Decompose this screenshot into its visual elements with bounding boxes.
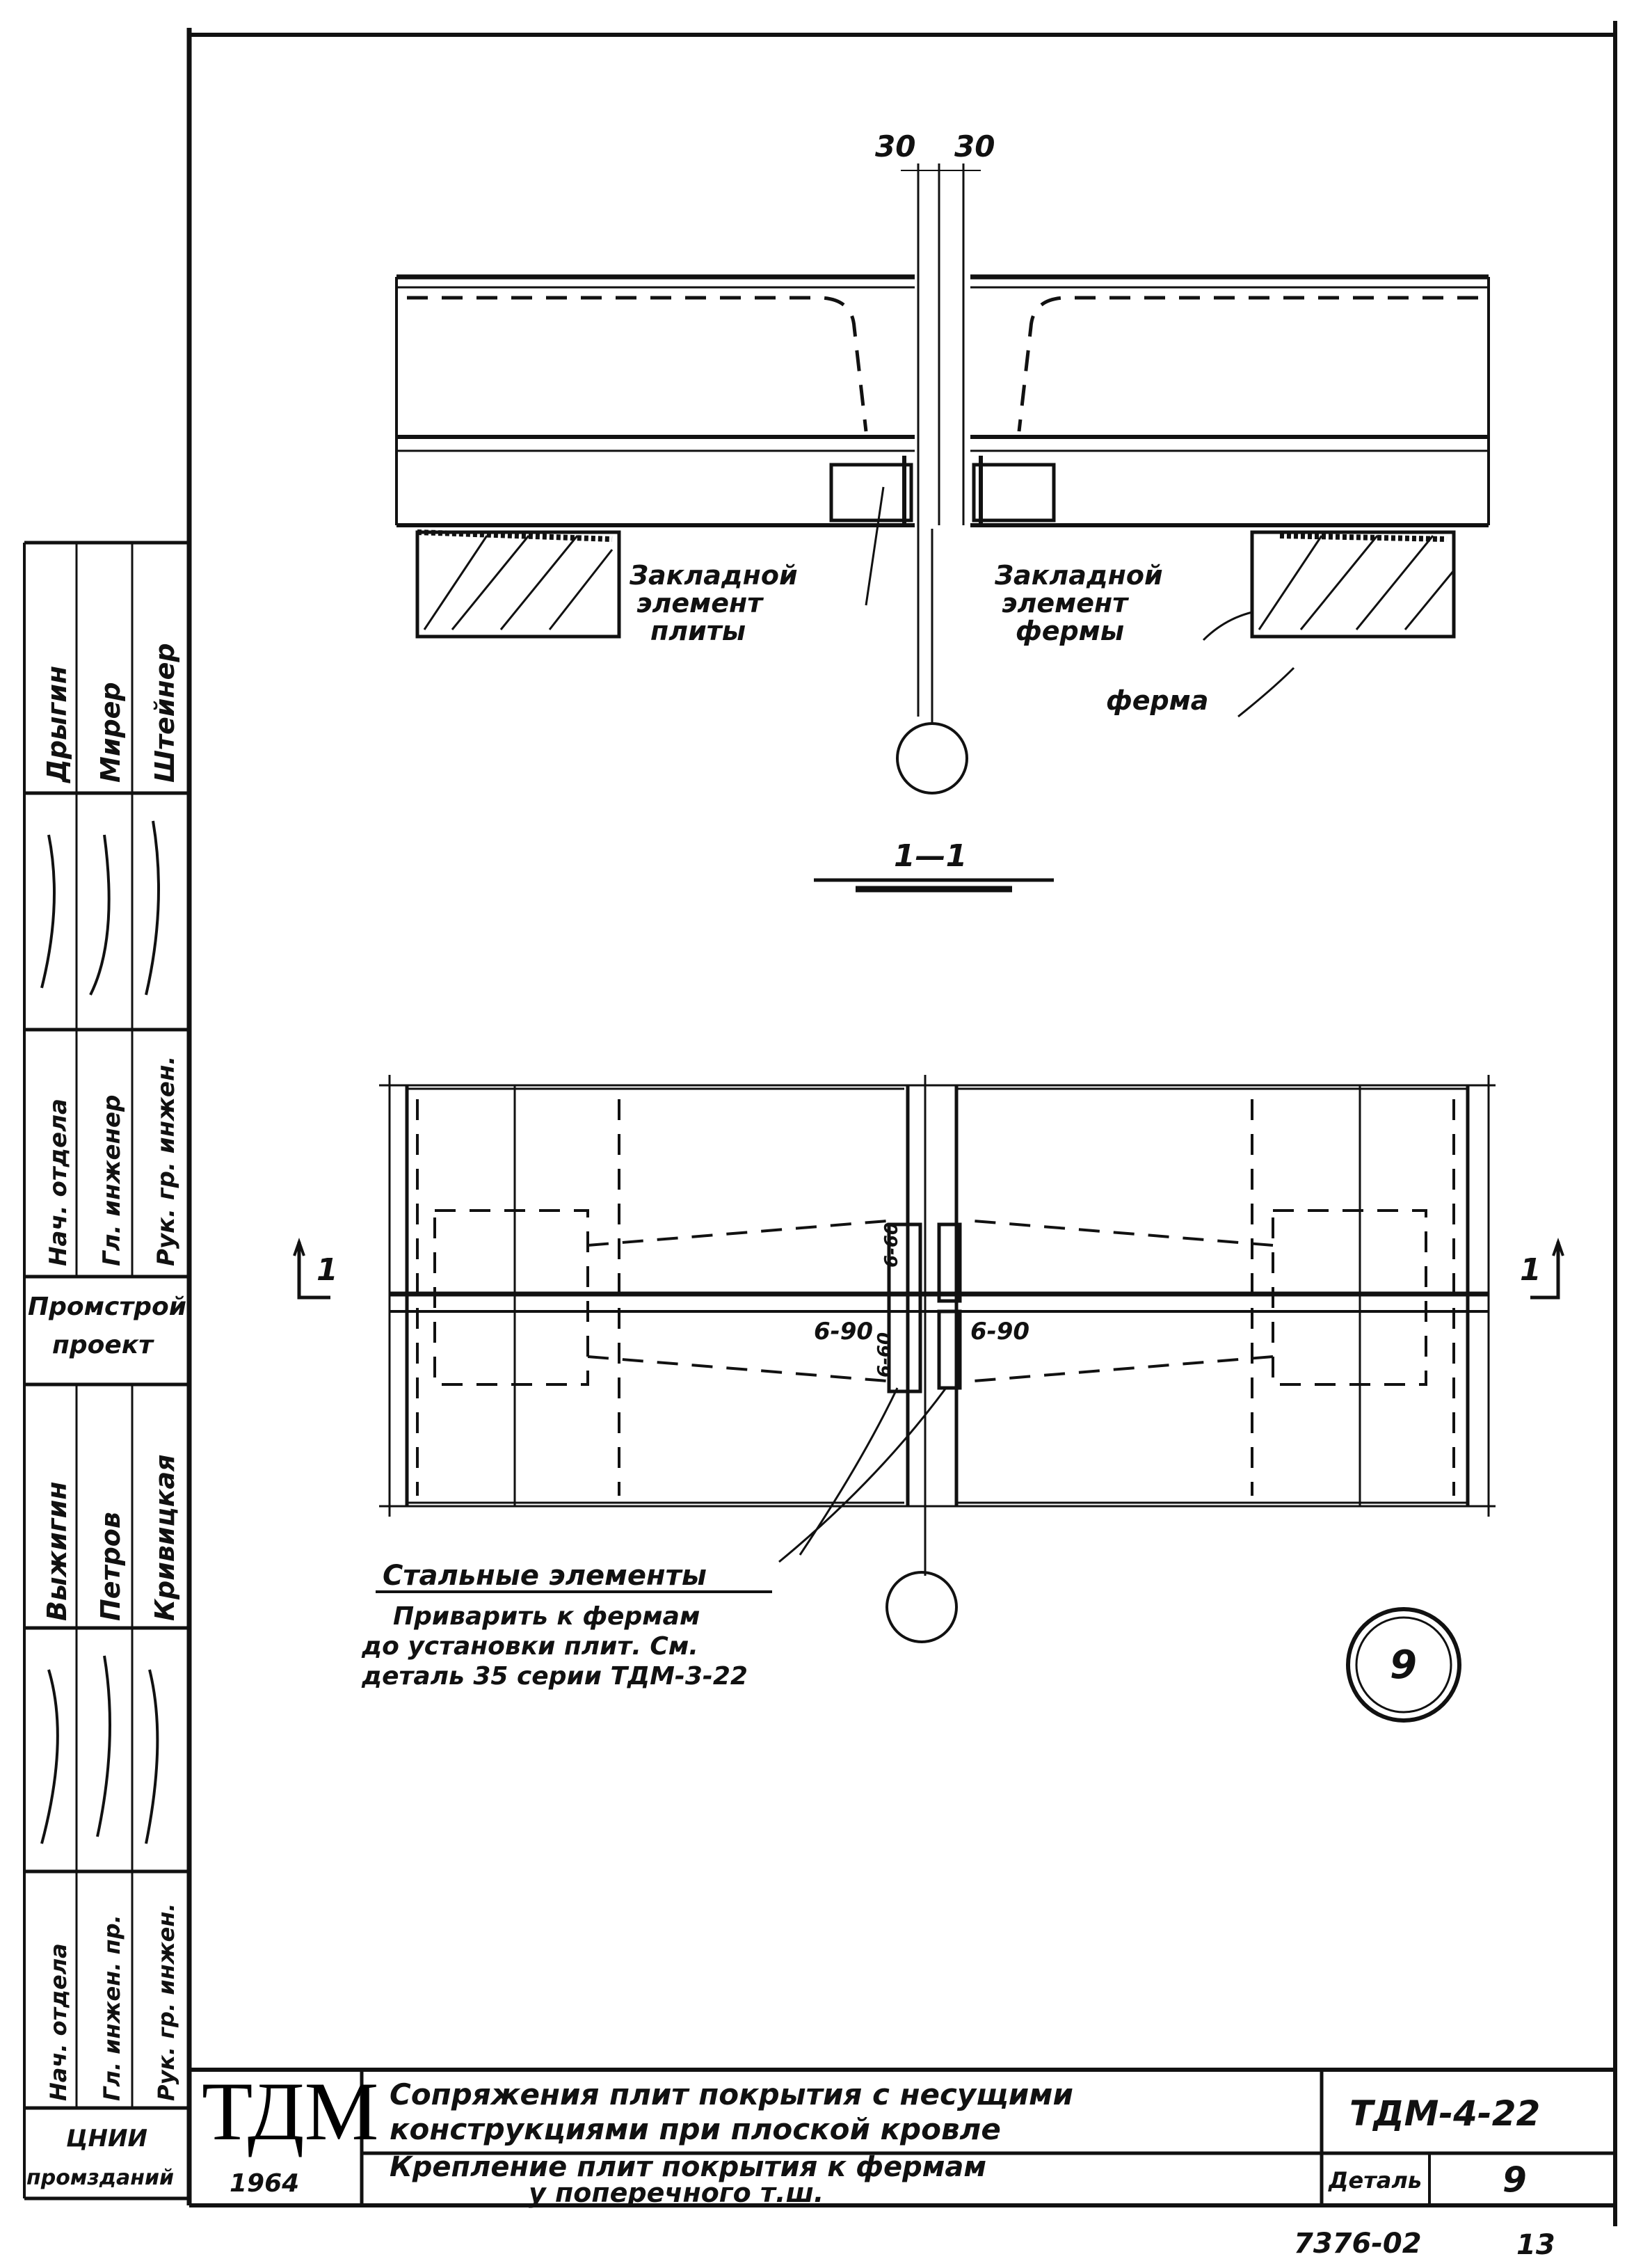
- series-code: ТДМ-4-22: [1349, 2093, 1540, 2134]
- weld-right: 6-90: [970, 1318, 1029, 1345]
- cut-mark-right: 1: [1520, 1252, 1541, 1288]
- label-plate-embed: Закладной элемент плиты: [629, 560, 798, 646]
- svg-text:до установки плит. См.: до установки плит. См.: [361, 1632, 698, 1661]
- weld-vert-bottom: 6-60: [874, 1332, 895, 1377]
- svg-text:Гл. инжен. пр.: Гл. инжен. пр.: [99, 1915, 125, 2101]
- svg-text:деталь 35 серии ТДМ-3-22: деталь 35 серии ТДМ-3-22: [361, 1662, 748, 1691]
- svg-text:Стальные элементы: Стальные элементы: [383, 1560, 707, 1592]
- svg-text:Нач. отдела: Нач. отдела: [45, 1943, 72, 2101]
- cut-mark-left: 1: [316, 1252, 338, 1288]
- title-line2: конструкциями при плоской кровле: [390, 2112, 1001, 2146]
- tdm-logo: ТДМ: [202, 2065, 378, 2157]
- svg-text:Мирер: Мирер: [95, 682, 126, 783]
- weld-left: 6-90: [814, 1318, 873, 1345]
- svg-text:Штейнер: Штейнер: [150, 643, 180, 783]
- svg-text:Дрыгин: Дрыгин: [42, 666, 72, 783]
- label-truss-embed: Закладной элемент фермы: [994, 560, 1163, 646]
- steel-elements-note: Стальные элементы Приварить к фермам до …: [361, 1560, 748, 1691]
- truss-support-left: [415, 529, 621, 639]
- side-stamp: [23, 541, 189, 2201]
- title-block: [189, 2068, 1617, 2205]
- svg-text:элемент: элемент: [636, 588, 764, 618]
- svg-text:промзданий: промзданий: [26, 2166, 174, 2190]
- svg-text:фермы: фермы: [1016, 616, 1124, 646]
- dim-right: 30: [954, 129, 995, 163]
- side-stamp-text: Дрыгин Мирер Штейнер Нач. отдела Гл. инж…: [26, 643, 186, 2190]
- svg-text:Промстрой: Промстрой: [28, 1293, 186, 1321]
- svg-text:Закладной: Закладной: [629, 560, 798, 591]
- truss-support-right: [1250, 530, 1456, 639]
- svg-text:Выжигин: Выжигин: [42, 1481, 72, 1621]
- svg-text:Приварить к фермам: Приварить к фермам: [393, 1602, 700, 1631]
- svg-text:Нач. отдела: Нач. отдела: [45, 1099, 72, 1266]
- dim-left: 30: [875, 129, 915, 163]
- svg-text:плиты: плиты: [650, 616, 746, 646]
- svg-text:элемент: элемент: [1002, 588, 1129, 618]
- page-number: 13: [1516, 2229, 1555, 2261]
- svg-text:проект: проект: [52, 1331, 154, 1359]
- svg-text:Кривицкая: Кривицкая: [150, 1454, 180, 1621]
- subtitle-line2: у поперечного т.ш.: [529, 2178, 824, 2208]
- svg-text:Рук. гр. инжен.: Рук. гр. инжен.: [152, 1056, 180, 1266]
- svg-text:Гл. инженер: Гл. инженер: [98, 1095, 126, 1266]
- svg-text:Рук. гр. инжен.: Рук. гр. инжен.: [153, 1903, 179, 2101]
- svg-text:ЦНИИ: ЦНИИ: [66, 2125, 147, 2153]
- svg-text:Петров: Петров: [95, 1512, 126, 1621]
- label-truss: ферма: [1106, 685, 1208, 716]
- weld-vert-top: 6-60: [881, 1222, 902, 1268]
- plan-view: [293, 1075, 1564, 1723]
- section-view: [395, 163, 1490, 893]
- sheet-frame: [186, 21, 1617, 2226]
- drawing-code: 7376-02: [1294, 2228, 1422, 2260]
- title-line1: Сопряжения плит покрытия с несущими: [390, 2077, 1073, 2111]
- section-title: 1—1: [894, 838, 967, 874]
- detail-number: 9: [1390, 1643, 1417, 1688]
- year: 1964: [230, 2169, 299, 2198]
- subtitle-line1: Крепление плит покрытия к фермам: [390, 2151, 986, 2183]
- svg-text:Закладной: Закладной: [994, 560, 1163, 591]
- detail-label: Деталь: [1328, 2167, 1422, 2194]
- detail-value: 9: [1502, 2159, 1527, 2200]
